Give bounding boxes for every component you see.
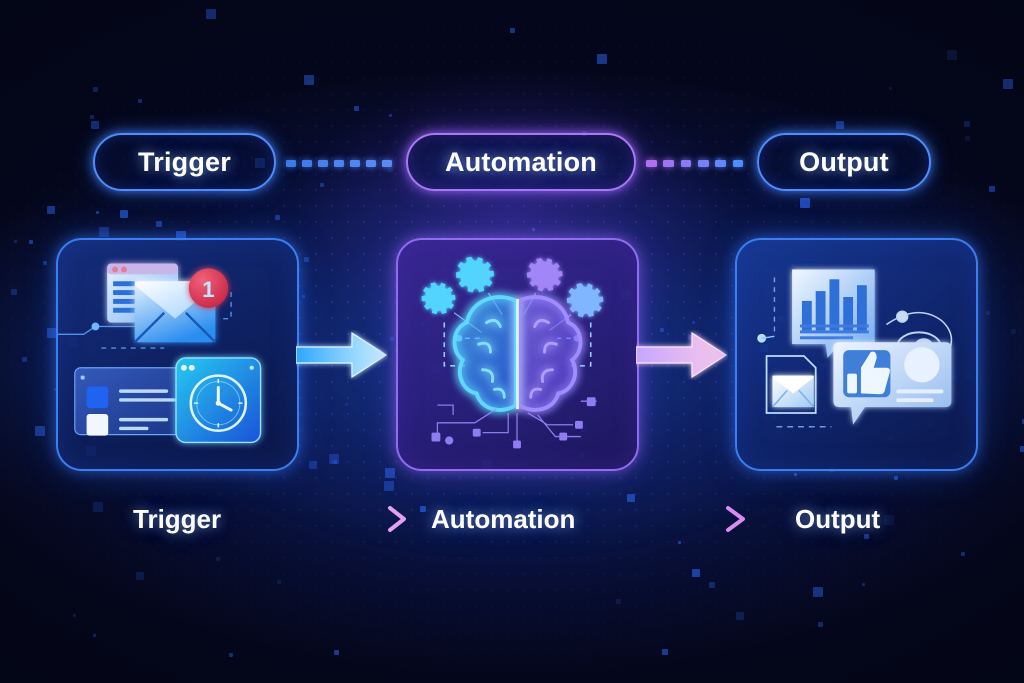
- thumbs-up-icon: [843, 350, 891, 398]
- dashed-link-automation-to-output: [646, 160, 750, 167]
- brain-icon: [452, 295, 583, 412]
- dashed-arrow-automation-to-output: [612, 503, 752, 535]
- gear-icon: [565, 282, 605, 319]
- pill-trigger-label: Trigger: [138, 146, 231, 177]
- profile-card-icon: [896, 347, 944, 403]
- card-output-illustration: [757, 269, 953, 428]
- node-dot: [757, 333, 767, 343]
- envelope-folder-icon: [765, 355, 817, 414]
- caption-trigger: Trigger: [133, 503, 222, 534]
- pill-output[interactable]: Output: [757, 133, 931, 191]
- circuit-trace: [58, 290, 232, 349]
- block-arrow-trigger-to-automation: [296, 330, 388, 380]
- bar-chart-document-icon: [792, 269, 875, 358]
- card-automation[interactable]: [396, 238, 639, 471]
- clock-icon: [175, 357, 262, 444]
- node-dot: [431, 397, 596, 449]
- card-automation-illustration: [420, 255, 605, 449]
- card-output[interactable]: [735, 238, 978, 471]
- card-trigger[interactable]: 1: [56, 238, 299, 471]
- form-card-icon: [74, 367, 184, 436]
- stage-pill-row: Trigger Automation Output: [0, 133, 1024, 195]
- pill-automation-label: Automation: [445, 146, 597, 177]
- caption-output: Output: [795, 503, 881, 534]
- notification-badge-count: 1: [202, 277, 215, 302]
- gear-icon: [455, 255, 496, 294]
- circuit-trace: [436, 400, 597, 443]
- pill-output-label: Output: [799, 146, 889, 177]
- notification-badge: 1: [188, 268, 229, 308]
- node-dot: [91, 322, 100, 331]
- dashed-link-trigger-to-automation: [286, 160, 398, 167]
- pill-automation[interactable]: Automation: [406, 133, 636, 191]
- gear-icon: [420, 281, 457, 316]
- pill-trigger[interactable]: Trigger: [93, 133, 276, 191]
- gear-icon: [526, 257, 564, 293]
- caption-automation: Automation: [431, 503, 576, 534]
- card-trigger-illustration: 1: [58, 263, 262, 444]
- dashed-arrow-trigger-to-automation: [278, 503, 412, 535]
- block-arrow-automation-to-output: [636, 330, 728, 380]
- chart-bars: [801, 279, 867, 331]
- stage-caption-row: Trigger Automation Output: [0, 498, 1024, 540]
